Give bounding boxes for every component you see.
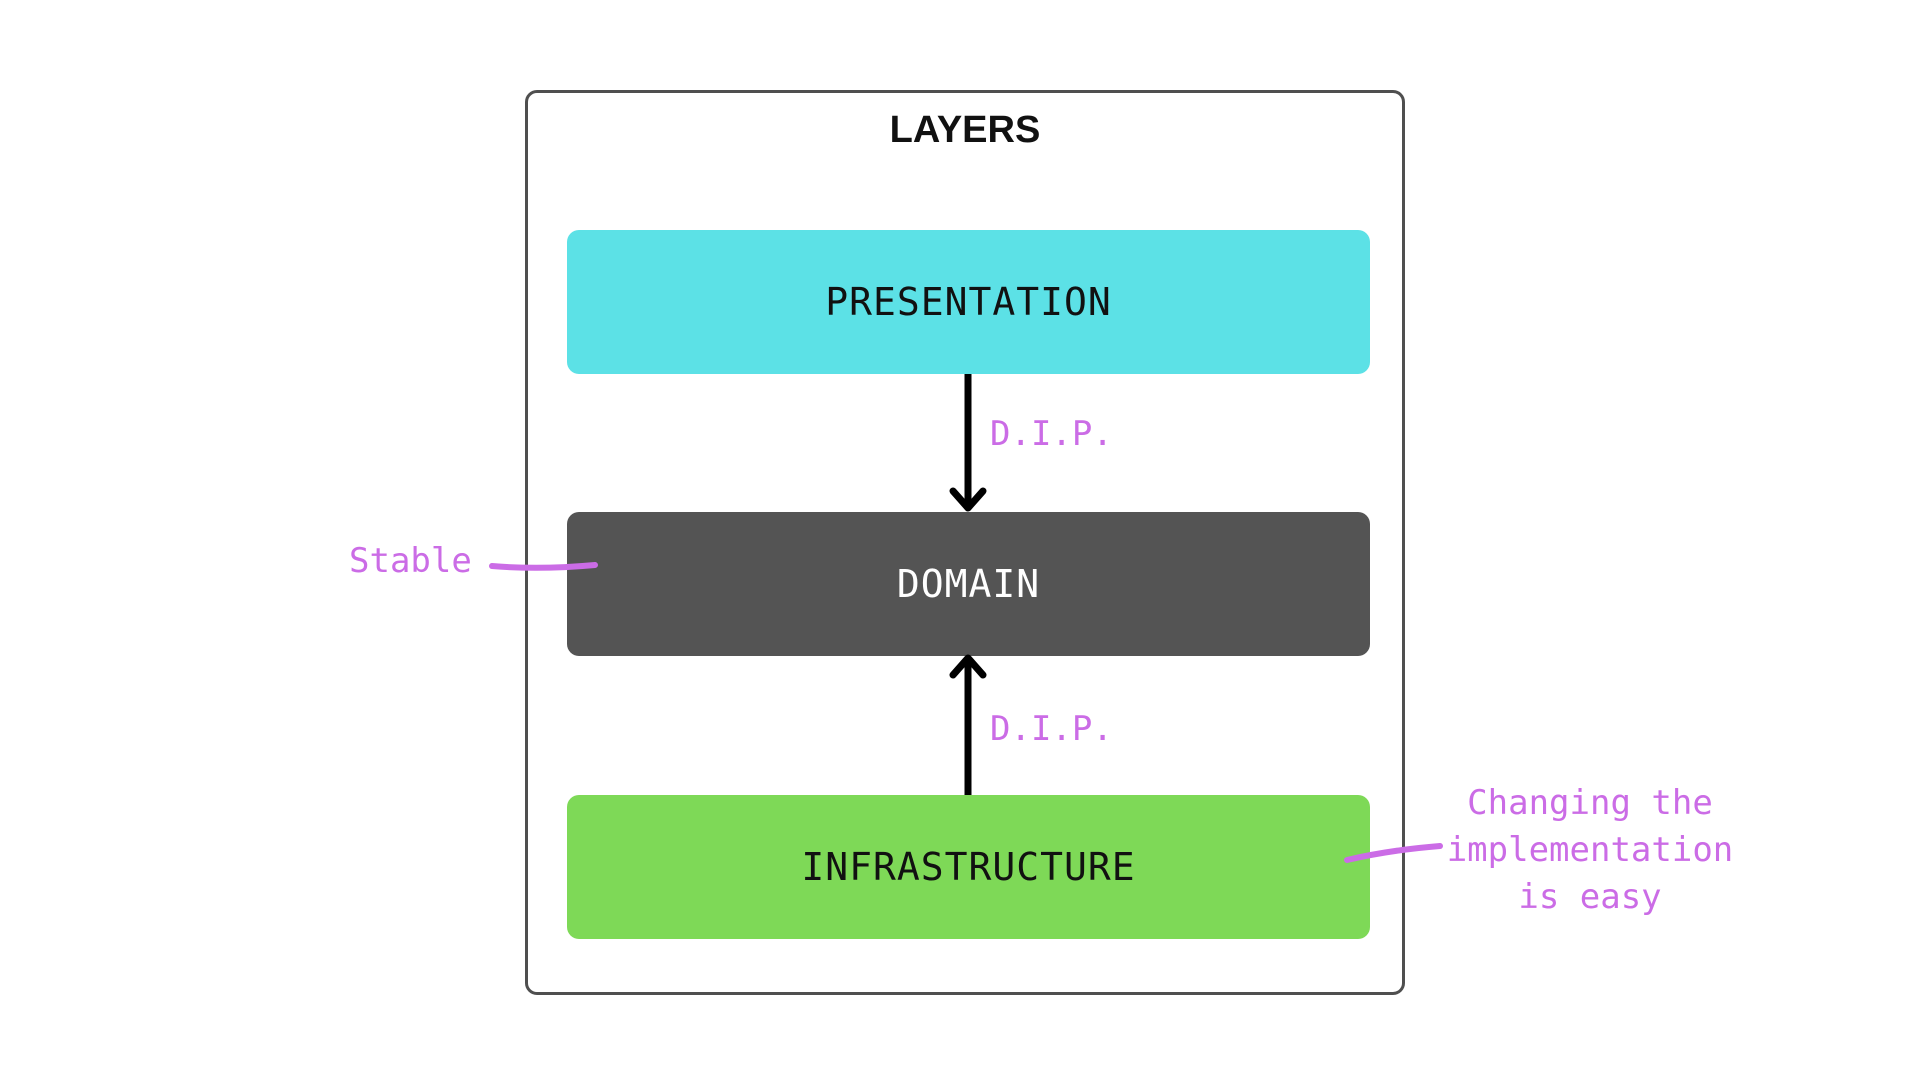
diagram-title: LAYERS [889,109,1041,151]
dip-label-bottom: D.I.P. [990,709,1113,749]
stable-pointer-line [489,562,598,571]
presentation-layer-label: PRESENTATION [825,280,1112,324]
changing-pointer-line [1344,843,1443,863]
changing-annotation: Changing the implementation is easy [1440,780,1740,921]
presentation-layer: PRESENTATION [567,230,1370,374]
changing-annotation-line-3: is easy [1518,877,1662,917]
infrastructure-layer: INFRASTRUCTURE [567,795,1370,939]
stable-annotation: Stable [349,541,472,581]
dip-label-top: D.I.P. [990,414,1113,454]
changing-annotation-line-1: Changing the [1467,783,1713,823]
arrow-infrastructure-to-domain [949,654,987,795]
domain-layer-label: DOMAIN [896,562,1041,606]
changing-annotation-line-2: implementation [1446,830,1734,870]
layers-frame: LAYERS [525,90,1405,995]
infrastructure-layer-label: INFRASTRUCTURE [801,845,1136,889]
arrow-presentation-to-domain [949,374,987,512]
domain-layer: DOMAIN [567,512,1370,656]
